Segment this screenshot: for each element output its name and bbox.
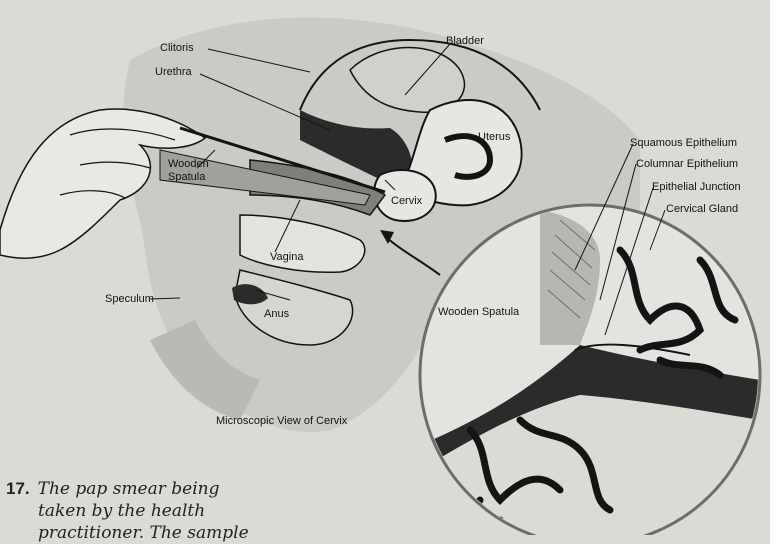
label-uterus: Uterus xyxy=(478,131,510,143)
caption-line-1: 17. The pap smear being xyxy=(6,478,336,500)
label-cervix: Cervix xyxy=(391,195,422,207)
label-columnar-epithelium: Columnar Epithelium xyxy=(636,158,738,170)
caption-number: 17. xyxy=(6,479,30,498)
label-clitoris: Clitoris xyxy=(160,42,194,54)
label-bladder: Bladder xyxy=(446,35,484,47)
caption-text-1: The pap smear being xyxy=(38,479,220,499)
label-speculum: Speculum xyxy=(105,293,154,305)
label-wooden-spatula: Wooden Spatula xyxy=(168,158,209,184)
label-squamous-epithelium: Squamous Epithelium xyxy=(630,137,737,149)
label-anus: Anus xyxy=(264,308,289,320)
caption-text-3: practitioner. The sample xyxy=(38,523,249,543)
figure-caption: 17. The pap smear being taken by the heal… xyxy=(6,478,336,544)
label-cervical-gland: Cervical Gland xyxy=(666,203,738,215)
label-wooden-spatula-l1: Wooden xyxy=(168,158,209,170)
label-urethra: Urethra xyxy=(155,66,192,78)
label-epithelial-junction: Epithelial Junction xyxy=(652,181,741,193)
label-wooden-spatula-micro: Wooden Spatula xyxy=(438,306,519,318)
label-vagina: Vagina xyxy=(270,251,303,263)
caption-line-2: taken by the health xyxy=(6,500,336,522)
label-wooden-spatula-l2: Spatula xyxy=(168,171,205,183)
caption-line-3: practitioner. The sample xyxy=(6,522,336,544)
caption-text-2: taken by the health xyxy=(38,501,205,521)
label-microscopic-view: Microscopic View of Cervix xyxy=(216,415,347,427)
